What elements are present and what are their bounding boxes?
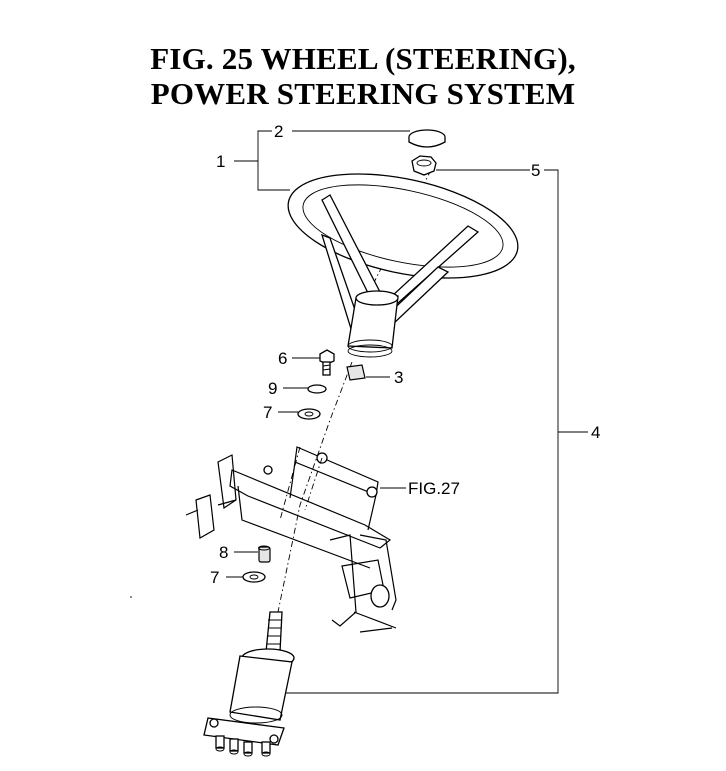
callout-3: 3 xyxy=(394,368,403,387)
callout-2: 2 xyxy=(274,122,283,141)
part-5-nut xyxy=(411,155,437,176)
callout-7-lower: 7 xyxy=(210,568,219,587)
part-7-washer-upper xyxy=(297,408,321,420)
part-8-spacer xyxy=(258,545,271,563)
callout-8: 8 xyxy=(219,543,228,562)
part-6-bolt xyxy=(319,349,335,376)
leader-lines xyxy=(226,130,588,694)
part-3-collar xyxy=(346,364,366,381)
callout-5: 5 xyxy=(531,161,540,180)
figure-title-line-1: FIG. 25 WHEEL (STEERING), xyxy=(150,41,576,76)
part-4-power-steering-unit xyxy=(203,611,295,757)
column-bracket-assembly xyxy=(185,446,397,633)
callout-9: 9 xyxy=(268,379,277,398)
callout-1: 1 xyxy=(216,152,225,171)
callout-4: 4 xyxy=(591,423,600,442)
callout-7-upper: 7 xyxy=(263,403,272,422)
part-1-steering-wheel xyxy=(287,173,519,358)
part-7-washer-lower xyxy=(242,571,266,583)
callout-6: 6 xyxy=(278,349,287,368)
figure-title-line-2: POWER STEERING SYSTEM xyxy=(150,76,576,111)
part-9-washer xyxy=(307,384,327,394)
stray-dot xyxy=(130,596,132,598)
callout-fig27: FIG.27 xyxy=(408,479,460,498)
part-2-cap xyxy=(408,129,446,148)
